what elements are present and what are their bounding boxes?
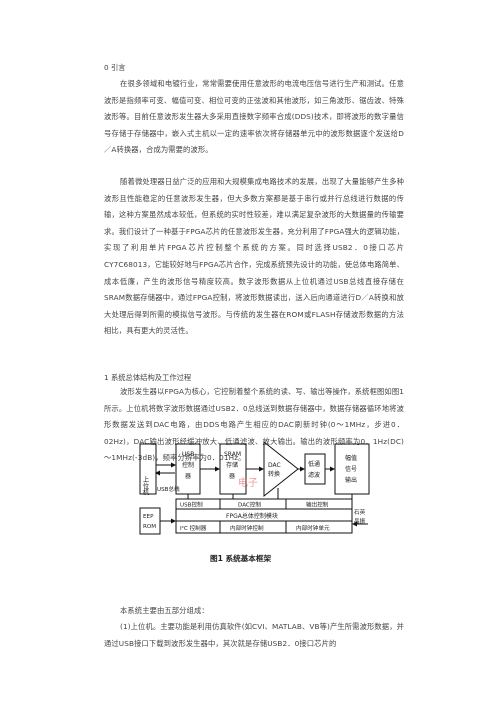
usb-ctrl-line-1: USB — [182, 451, 194, 458]
section-1-heading: 1 系统总体结构及工作过程 — [104, 373, 192, 382]
dac-line-1: DAC — [268, 462, 281, 469]
host-computer-box — [139, 443, 157, 495]
after-figure-text: 本系统主要由五部分组成： — [120, 606, 209, 615]
dac-triangle — [263, 440, 299, 498]
section-1-paragraph: 波形发生器以FPGA为核心，它控制着整个系统的读、写、输出等操作，系统框图如图1… — [104, 387, 404, 463]
output-control-label: 输出控制 — [306, 501, 329, 509]
sram-line-2: 存储 — [226, 461, 238, 469]
lowpass-filter-box — [304, 453, 326, 485]
fpga-control-label: FPGA总体控制模块 — [226, 512, 278, 520]
clock-unit-label: 内部时钟单元 — [296, 524, 330, 532]
figure-caption: 图1 系统基本框架 — [210, 554, 272, 563]
filter-line-1: 低通 — [308, 460, 320, 468]
internal-clock-unit-box — [285, 520, 353, 534]
crystal-line-1: 石英 — [354, 508, 366, 516]
sram-line-3: 器 — [229, 473, 235, 480]
dac-control-label: DAC控制 — [238, 501, 261, 509]
usb-ctrl-line-3: 器 — [185, 473, 191, 480]
intro-paragraph-1: 在很多领域和电镀行业，常常需要使用任意波形的电流电压信号进行生产和测试。任意波形… — [104, 79, 404, 155]
crystal-line-2: 晶振 — [354, 517, 366, 525]
eeprom-line-2: ROM — [143, 524, 156, 530]
output-line-2: 信号 — [345, 465, 357, 473]
eeprom-box — [139, 507, 161, 535]
intro-heading: 0 引言 — [104, 63, 126, 72]
output-line-3: 输出 — [345, 476, 357, 484]
dac-line-2: 转换 — [268, 470, 280, 478]
system-block-diagram: 电子 上位机 USB总线 USB 控制 器 SRAM 存储 器 DAC 转换 低… — [139, 440, 370, 535]
usb-bus-label: USB总线 — [157, 485, 180, 493]
output-line-1: 幅值 — [345, 454, 357, 462]
item-1-paragraph: (1)上位机。主要功能是利用仿真软件(如CVI、MATLAB、VB等)产生所需波… — [104, 622, 404, 648]
watermark-text: 电子 — [238, 476, 258, 489]
i2c-label: I²C 控制器 — [180, 524, 207, 532]
eeprom-line-1: EEP — [143, 514, 154, 520]
usb-control-label: USB控制 — [180, 501, 203, 509]
intro-paragraph-2: 随着微处理器日益广泛的应用和大规模集成电路技术的发展，出现了大量能够产生多种波形… — [104, 177, 404, 336]
filter-line-2: 滤波 — [308, 471, 320, 479]
usb-ctrl-line-2: 控制 — [182, 461, 194, 469]
sram-line-1: SRAM — [224, 451, 241, 458]
clock-control-label: 内部时钟控制 — [230, 524, 264, 532]
host-label: 上位机 — [142, 475, 149, 497]
